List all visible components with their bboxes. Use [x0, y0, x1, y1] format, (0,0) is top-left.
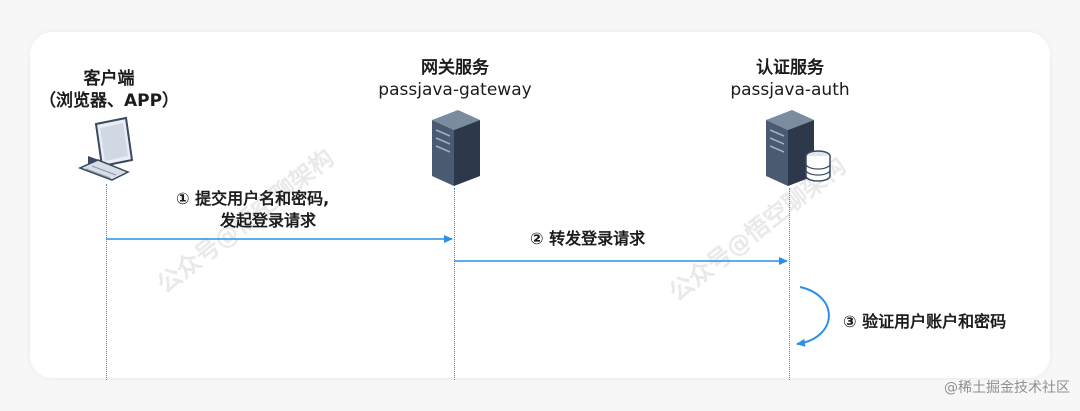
auth-title: 认证服务	[756, 58, 824, 78]
server-database-icon	[766, 110, 831, 186]
message-2-text: 转发登录请求	[549, 229, 646, 248]
diagram-card	[30, 32, 1050, 378]
gateway-node-label: 网关服务 passjava-gateway	[345, 57, 565, 101]
message-1-line2: 发起登录请求	[220, 211, 317, 230]
gateway-subtitle: passjava-gateway	[378, 80, 532, 100]
client-title: 客户端	[83, 69, 135, 89]
arrow-self-verify	[796, 286, 830, 347]
message-1-text: 提交用户名和密码,	[195, 189, 330, 208]
step-1-marker: ①	[176, 189, 190, 208]
client-subtitle: （浏览器、APP）	[38, 91, 180, 111]
step-2-marker: ②	[530, 229, 544, 248]
message-3-text: 验证用户账户和密码	[862, 312, 1007, 331]
computer-icon	[78, 116, 134, 181]
client-node-label: 客户端 （浏览器、APP）	[30, 68, 188, 112]
gateway-title: 网关服务	[421, 58, 489, 78]
gateway-lifeline	[454, 188, 455, 380]
auth-lifeline	[789, 188, 790, 380]
message-1-line1: ① 提交用户名和密码,	[176, 188, 329, 210]
source-credit: @稀土掘金技术社区	[944, 380, 1070, 396]
message-2-label: ② 转发登录请求	[530, 228, 645, 250]
auth-node-label: 认证服务 passjava-auth	[690, 57, 890, 101]
message-3-label: ③ 验证用户账户和密码	[843, 311, 1006, 333]
message-1-label: ① 提交用户名和密码, 发起登录请求	[176, 188, 329, 232]
step-3-marker: ③	[843, 312, 857, 331]
client-lifeline	[106, 184, 107, 380]
server-icon	[432, 110, 480, 186]
auth-subtitle: passjava-auth	[730, 80, 850, 100]
